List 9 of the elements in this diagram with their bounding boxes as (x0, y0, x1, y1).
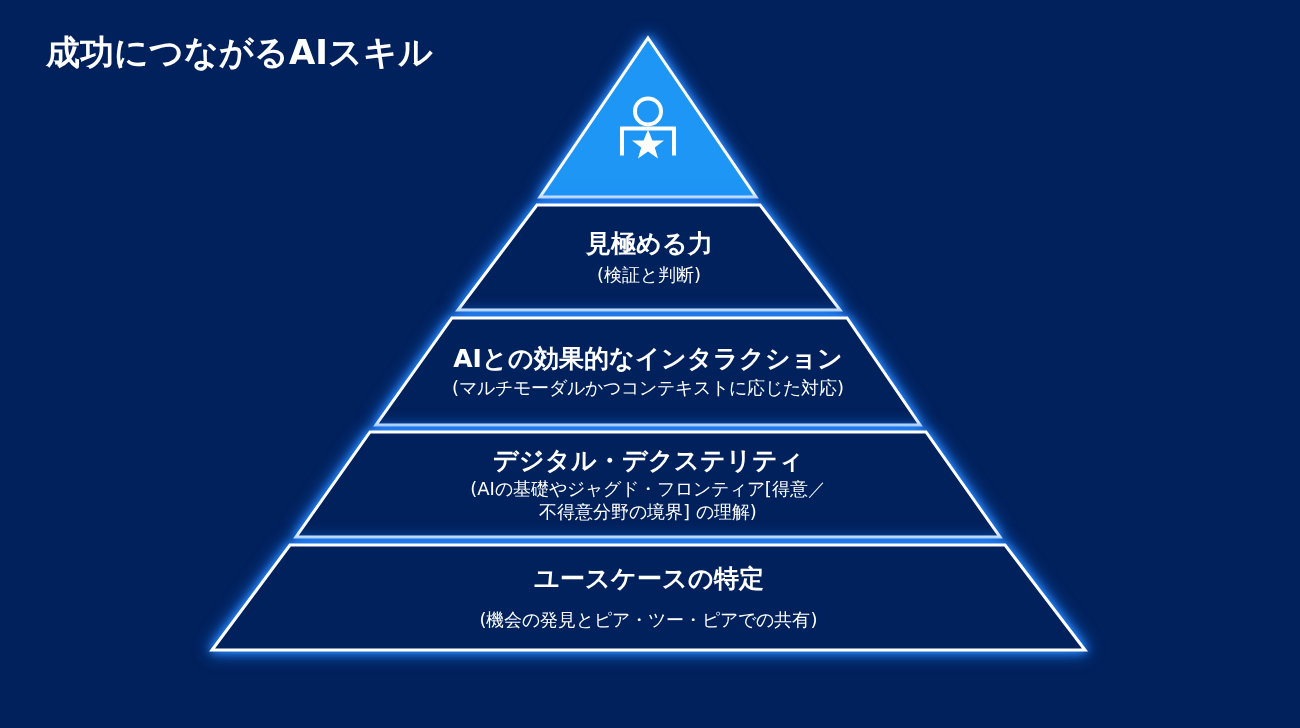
tier-description: (AIの基礎やジャグド・フロンティア[得意／不得意分野の境界] の理解) (469, 476, 827, 524)
tier-heading: 見極める力 (585, 228, 713, 260)
slide-title: 成功につながるAIスキル (46, 31, 433, 74)
tier-heading: デジタル・デクステリティ (492, 445, 804, 477)
tier-description: (検証と判断) (596, 263, 701, 287)
tier-description: (機会の発見とピア・ツー・ピアでの共有) (479, 608, 818, 632)
tier-description: (マルチモーダルかつコンテキストに応じた対応) (451, 376, 844, 400)
tier-heading: AIとの効果的なインタラクション (453, 343, 843, 375)
tier-heading: ユースケースの特定 (533, 563, 764, 595)
